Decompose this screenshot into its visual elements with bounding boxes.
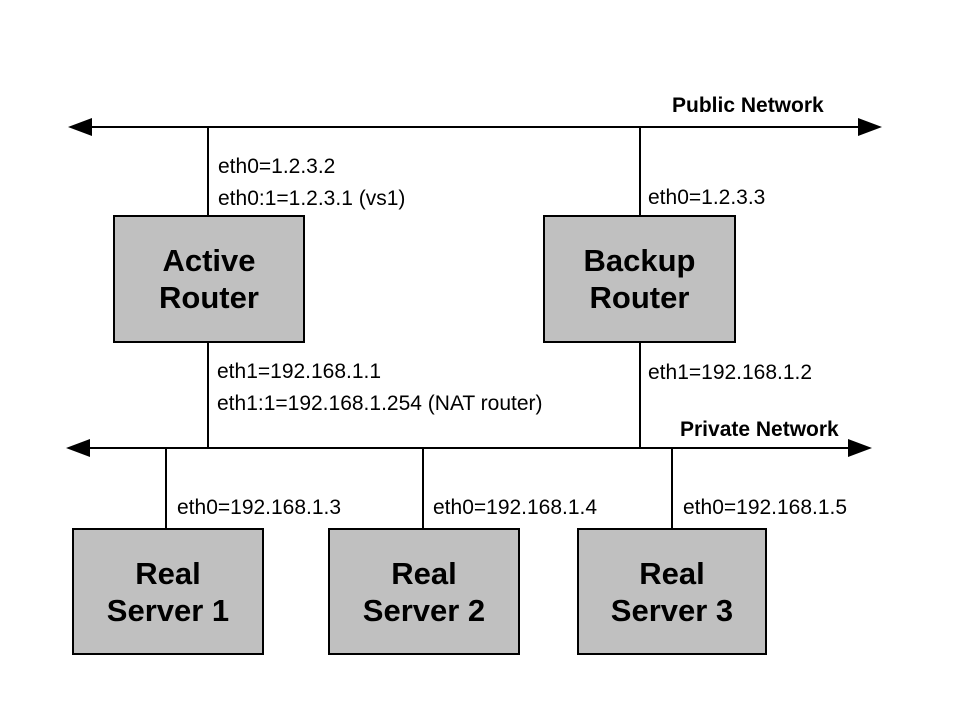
backup-router-name-line1: Backup — [583, 243, 696, 278]
private-network-right-arrow-icon — [848, 439, 872, 457]
active-router-name-line1: Active — [162, 243, 256, 278]
real-server-3-name-line1: Real — [639, 555, 705, 591]
active-router-eth0-alias-label: eth0:1=1.2.3.1 (vs1) — [218, 187, 406, 210]
public-network-right-arrow-icon — [858, 118, 882, 136]
real-server-3-name-line2: Server 3 — [610, 592, 734, 628]
active-router-eth1-label: eth1=192.168.1.1 — [217, 360, 382, 383]
backup-router-eth0-label: eth0=1.2.3.3 — [648, 186, 766, 209]
public-network-label: Public Network — [672, 94, 824, 117]
public-network-left-arrow-icon — [68, 118, 92, 136]
real-server-3-node: Real Server 3 — [577, 528, 767, 655]
private-network-label: Private Network — [680, 418, 839, 441]
backup-router-name-line2: Router — [589, 280, 690, 315]
active-router-name-line2: Router — [159, 280, 259, 315]
active-router-node: Active Router — [113, 215, 305, 343]
real-server-2-node: Real Server 2 — [328, 528, 520, 655]
real-server-2-name-line2: Server 2 — [362, 592, 486, 628]
backup-router-node: Backup Router — [543, 215, 736, 343]
real-server-1-name-line2: Server 1 — [106, 592, 230, 628]
active-router-eth0-label: eth0=1.2.3.2 — [218, 155, 336, 178]
active-router-eth1-alias-label: eth1:1=192.168.1.254 (NAT router) — [217, 392, 543, 415]
real-server-1-eth0-label: eth0=192.168.1.3 — [177, 496, 342, 519]
real-server-3-eth0-label: eth0=192.168.1.5 — [683, 496, 848, 519]
real-server-2-name-line1: Real — [391, 555, 457, 591]
real-server-2-eth0-label: eth0=192.168.1.4 — [433, 496, 598, 519]
real-server-1-name-line1: Real — [135, 555, 201, 591]
real-server-1-node: Real Server 1 — [72, 528, 264, 655]
backup-router-eth1-label: eth1=192.168.1.2 — [648, 361, 813, 384]
private-network-left-arrow-icon — [66, 439, 90, 457]
